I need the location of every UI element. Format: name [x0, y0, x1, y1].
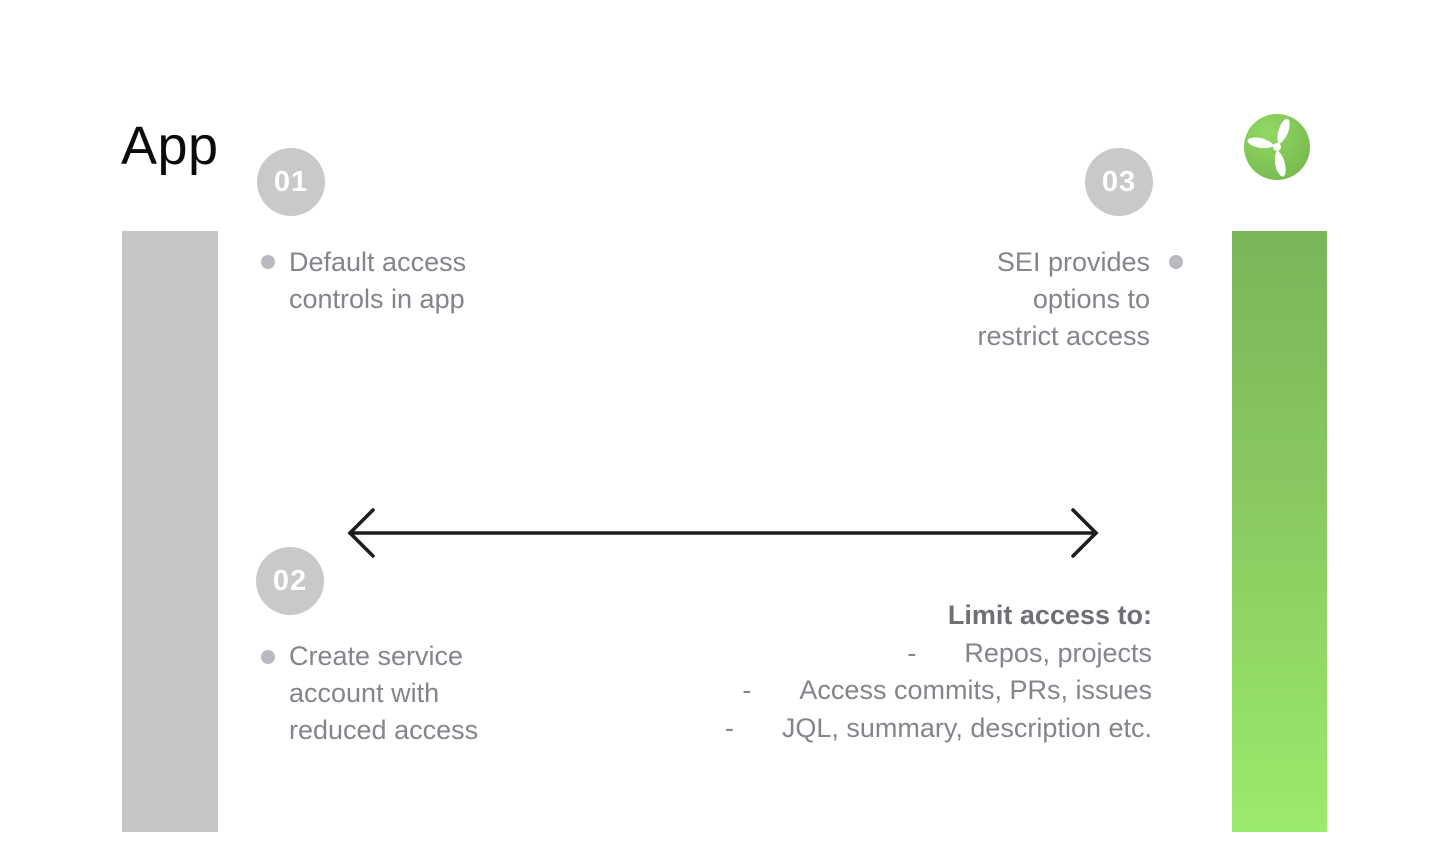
- limit-item: - JQL, summary, description etc.: [725, 710, 1152, 748]
- gray-bar: [122, 231, 218, 832]
- double-arrow-icon: [336, 498, 1106, 568]
- bullet-icon: [261, 650, 275, 664]
- page-title: App: [121, 116, 219, 176]
- step-03-number: 03: [1101, 165, 1137, 198]
- limit-item-text: Access commits, PRs, issues: [799, 675, 1152, 705]
- limit-item: - Repos, projects: [725, 635, 1152, 673]
- limit-access-block: Limit access to: - Repos, projects - Acces…: [725, 597, 1152, 747]
- propeller-logo-icon: [1244, 114, 1310, 180]
- dash-icon: -: [742, 675, 752, 705]
- note-line: options to: [1032, 284, 1150, 314]
- note-line: SEI provides: [996, 247, 1150, 277]
- note-line: account with: [289, 678, 440, 708]
- note-line: controls in app: [289, 284, 465, 314]
- step-02-badge: 02: [256, 547, 324, 615]
- dash-icon: -: [907, 637, 917, 668]
- bullet-icon: [1169, 255, 1183, 269]
- note-line: reduced access: [289, 715, 479, 745]
- step-01-badge: 01: [257, 148, 325, 216]
- step-03-note: SEI provides options to restrict access: [977, 244, 1150, 355]
- step-01-note: Default access controls in app: [289, 244, 466, 318]
- step-02-note: Create service account with reduced acce…: [289, 638, 478, 749]
- step-03-badge: 03: [1085, 148, 1153, 216]
- step-02-number: 02: [272, 564, 308, 597]
- green-gradient-bar: [1232, 231, 1327, 832]
- limit-item-text: Repos, projects: [964, 637, 1152, 668]
- bullet-icon: [261, 255, 275, 269]
- note-line: Default access: [289, 247, 467, 277]
- note-line: restrict access: [977, 321, 1150, 351]
- dash-icon: -: [724, 712, 734, 743]
- limit-heading: Limit access to:: [947, 600, 1152, 630]
- note-line: Create service: [289, 641, 464, 671]
- limit-item-text: JQL, summary, description etc.: [781, 712, 1152, 743]
- limit-item: - Access commits, PRs, issues: [725, 672, 1152, 710]
- step-01-number: 01: [273, 165, 309, 198]
